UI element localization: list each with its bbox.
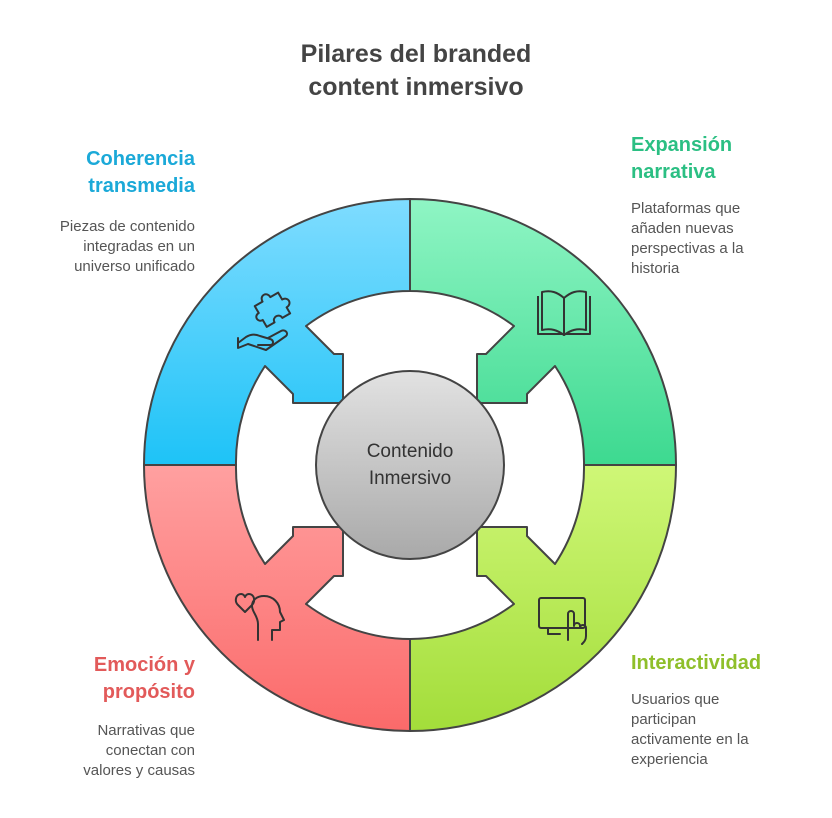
pillar-desc-expansion: Plataformas que añaden nuevas perspectiv… — [631, 200, 744, 277]
pillar-desc-interactividad: Usuarios que participan activamente en l… — [631, 691, 749, 768]
pillar-desc-coherencia: Piezas de contenido integradas en un uni… — [59, 218, 195, 275]
puzzle-hand-icon — [237, 291, 292, 351]
diagram-title-line-1: Pilares del branded — [300, 40, 532, 68]
center-label: Contenido Inmersivo — [310, 438, 510, 492]
head-heart-icon — [234, 593, 285, 641]
quadrant-emocion — [143, 464, 411, 732]
center-label-line-1: Contenido — [366, 441, 454, 462]
pillar-title-emocion: Emoción y propósito — [93, 654, 195, 703]
center-circle — [315, 370, 505, 560]
center-label-line-2: Inmersivo — [368, 468, 452, 489]
pillar-title-interactividad: Interactividad — [631, 652, 762, 674]
diagram-title: Pilares del branded content inmersivo — [0, 38, 832, 104]
open-book-icon — [537, 290, 591, 336]
touch-screen-icon — [538, 597, 587, 645]
pillar-desc-emocion: Narrativas que conectan con valores y ca… — [83, 722, 195, 779]
pillar-title-expansion: Expansión narrativa — [631, 134, 733, 183]
pillar-title-coherencia: Coherencia transmedia — [86, 148, 195, 197]
diagram-title-line-2: content inmersivo — [308, 73, 524, 101]
